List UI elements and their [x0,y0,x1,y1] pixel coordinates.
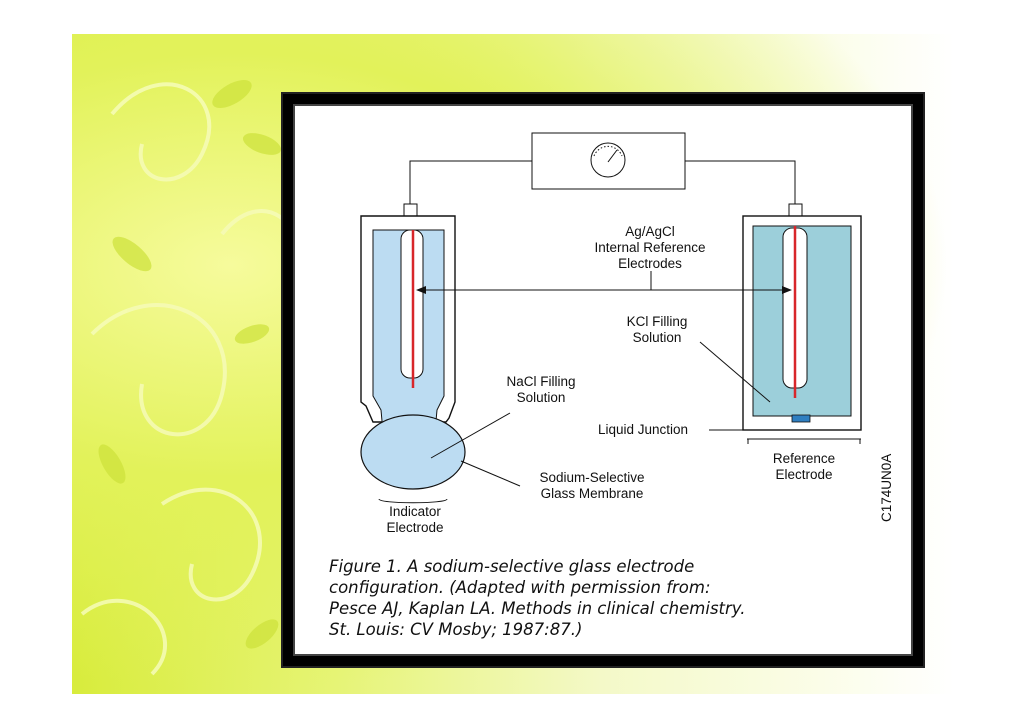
label-glass-membrane: Glass Membrane [541,486,644,501]
gauge-icon [590,142,626,178]
label-electrodes: Electrodes [618,256,682,271]
floral-swirl-decoration [80,80,299,676]
label-sodium-selective: Sodium-Selective [539,470,644,485]
caption-line-3: Pesce AJ, Kaplan LA. Methods in clinical… [329,599,746,618]
figure-code: C174UN0A [879,454,894,522]
caption-line-1: Figure 1. A sodium-selective glass elect… [329,557,695,576]
wire-left [409,160,532,204]
label-ag-agcl: Ag/AgCl [625,224,675,239]
label-liquid-junction: Liquid Junction [598,422,688,437]
label-nacl-solution: Solution [517,390,566,405]
glass-membrane-bulb [360,414,466,490]
label-kcl-filling: KCl Filling [627,314,688,329]
label-indicator-electrode: Electrode [386,520,443,535]
caption-line-2: configuration. (Adapted with permission … [329,578,711,597]
caption-line-4: St. Louis: CV Mosby; 1987:87.) [329,620,583,639]
indicator-electrode [360,203,466,490]
label-reference: Reference [773,451,835,466]
label-indicator: Indicator [389,504,441,519]
liquid-junction [791,414,811,423]
figure-frame: Ag/AgCl Internal Reference Electrodes KC… [283,94,923,666]
electrode-diagram: Ag/AgCl Internal Reference Electrodes KC… [360,132,894,535]
figure-caption: Figure 1. A sodium-selective glass elect… [329,556,889,640]
label-internal-reference: Internal Reference [594,240,705,255]
label-reference-electrode: Electrode [775,467,832,482]
label-nacl-filling: NaCl Filling [506,374,575,389]
figure-panel: Ag/AgCl Internal Reference Electrodes KC… [293,104,913,656]
label-kcl-solution: Solution [633,330,682,345]
wire-right [685,160,796,204]
reference-electrode [742,203,862,431]
